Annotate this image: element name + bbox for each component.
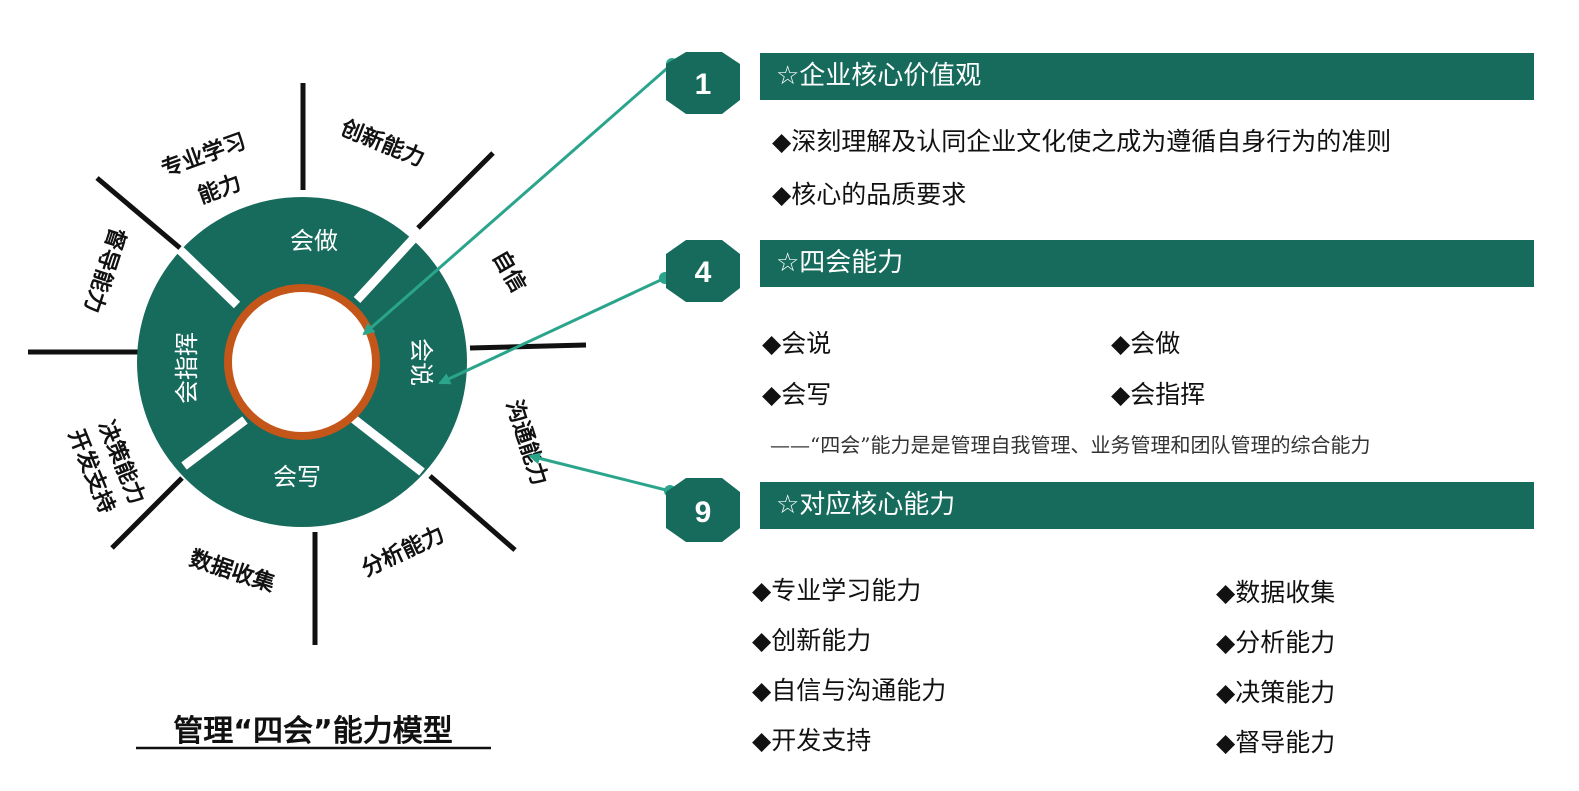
list-item: ◆会指挥 [1111, 380, 1206, 409]
list-item: ◆会说 [762, 329, 832, 358]
list-item: ◆核心的品质要求 [772, 180, 967, 209]
inner-label-do: 会做 [290, 227, 338, 255]
list-item: ◆专业学习能力 [752, 576, 922, 605]
badge-9: 9 [666, 478, 740, 542]
outer-label-data-collection: 数据收集 [186, 545, 279, 597]
badge-number: 4 [695, 256, 712, 289]
outer-label-supervision: 督导能力 [79, 224, 131, 316]
outer-divider-lines [28, 83, 587, 645]
arrow-to-speak [438, 276, 666, 385]
inner-label-write: 会写 [273, 463, 321, 491]
list-item: ◆自信与沟通能力 [752, 676, 947, 705]
badge-4: 4 [666, 240, 740, 302]
separator-line [353, 233, 419, 304]
list-item: ◆分析能力 [1216, 628, 1336, 657]
badge-1: 1 [666, 52, 740, 114]
octagon-badge-shape [666, 52, 740, 114]
divider-line [428, 474, 517, 552]
list-item: ◆会做 [1111, 329, 1181, 358]
octagon-badge-shape [666, 478, 740, 542]
divider-line [416, 151, 495, 230]
list-item: ◆创新能力 [752, 626, 872, 655]
list-item: ◆决策能力 [1216, 678, 1336, 707]
separator-line [181, 416, 248, 470]
list-item: ◆深刻理解及认同企业文化使之成为遵循自身行为的准则 [772, 127, 1392, 156]
badge-number: 1 [695, 68, 712, 101]
list-item: ◆开发支持 [752, 726, 872, 755]
separator-line [176, 246, 241, 309]
model-title: 管理“四会”能力模型 [173, 714, 452, 749]
divider-line [95, 176, 182, 250]
list-item: ◆会写 [762, 380, 832, 409]
octagon-badge-shape [666, 240, 740, 302]
list-item: ◆督导能力 [1216, 728, 1336, 757]
connector-arrows [362, 62, 673, 493]
banner-core-values: ☆企业核心价值观 [760, 53, 1534, 100]
banner-four-skills: ☆四会能力 [760, 240, 1534, 287]
outer-label-innovation: 创新能力 [336, 115, 428, 172]
inner-label-command: 会指挥 [173, 332, 201, 404]
badge-number: 9 [695, 496, 712, 529]
outer-label-communication: 沟通能力 [501, 397, 553, 489]
outer-label-analysis: 分析能力 [358, 521, 449, 582]
inner-separators [176, 233, 425, 476]
separator-line [347, 412, 425, 476]
divider-line [469, 342, 587, 351]
inner-label-speak: 会说 [407, 338, 435, 386]
arrow-to-communication [528, 452, 671, 493]
center-ring [224, 284, 380, 440]
banner-core-competencies: ☆对应核心能力 [760, 482, 1534, 529]
arrow-to-center [362, 62, 673, 336]
divider-line [110, 476, 184, 550]
outer-label-ability: 能力 [194, 170, 244, 209]
four-skills-note: ——“四会”能力是是管理自我管理、业务管理和团队管理的综合能力 [770, 433, 1371, 457]
list-item: ◆数据收集 [1216, 578, 1336, 607]
outer-label-confidence: 自信 [487, 246, 532, 297]
